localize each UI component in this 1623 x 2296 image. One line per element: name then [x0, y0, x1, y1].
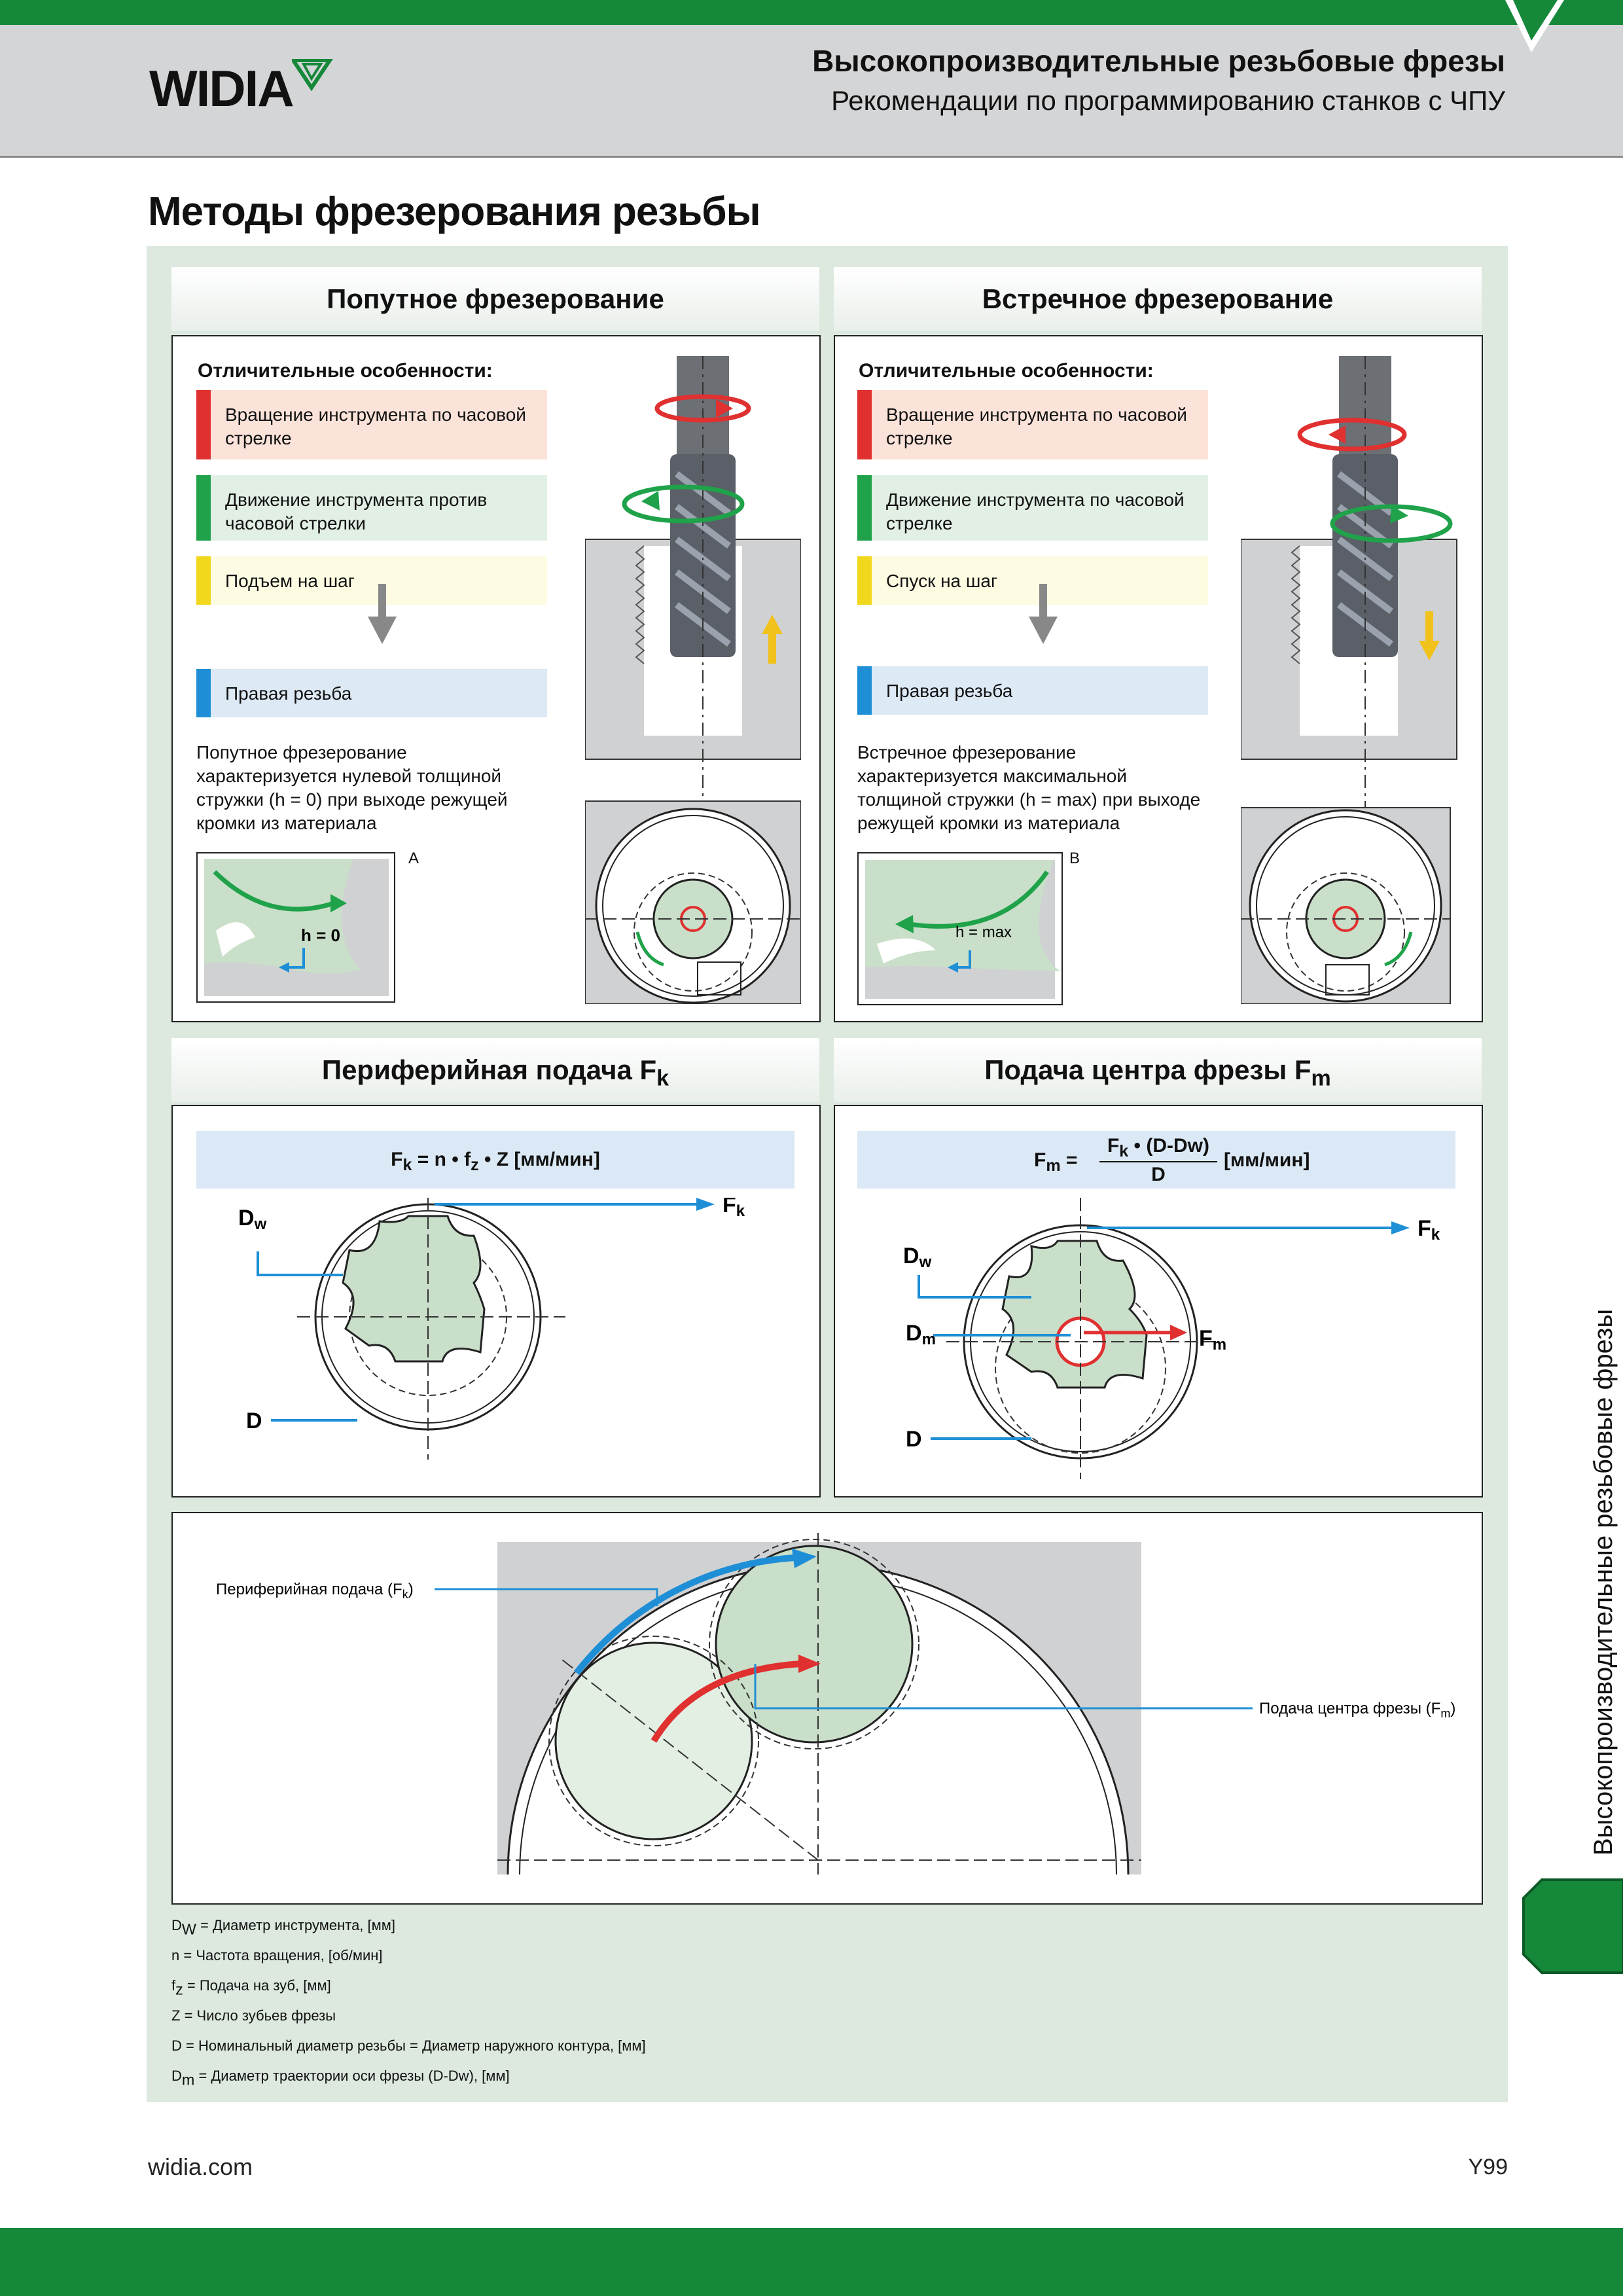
svg-text:Dw: Dw [903, 1244, 932, 1271]
page-header [0, 25, 1623, 158]
header-title: Высокопроизводительные резьбовые фрезы [812, 44, 1505, 78]
conventional-feature-pitch: Спуск на шаг [857, 556, 1208, 605]
header-corner-mark [1505, 0, 1564, 52]
conventional-feature-thread: Правая резьба [857, 666, 1208, 715]
side-green-tab [1522, 1878, 1623, 1974]
peripheral-feed-diagram: Dw Fk D [238, 1198, 745, 1460]
svg-text:Fk: Fk [722, 1198, 745, 1220]
widia-logo: WIDIA [149, 59, 333, 118]
page-title: Методы фрезерования резьбы [148, 189, 761, 234]
widia-triangle-icon [292, 59, 333, 92]
combined-feed-diagram: Периферийная подача (Fk) Подача центра ф… [216, 1533, 1455, 1875]
down-arrow-icon [1029, 584, 1058, 644]
conventional-description: Встречное фрезерование характеризуется м… [857, 742, 1201, 833]
peripheral-feed-title: Периферийная подача Fk [171, 1038, 819, 1102]
legend-item: fz = Подача на зуб, [мм] [171, 1977, 331, 1998]
chip-label: h = 0 [301, 925, 340, 945]
detail-label-a: A [408, 850, 419, 867]
svg-text:Периферийная подача (Fk): Периферийная подача (Fk) [216, 1581, 414, 1601]
detail-label-b: B [1069, 850, 1080, 867]
peripheral-formula: Fk = n • fz • Z [мм/мин] [196, 1131, 794, 1189]
top-green-bar [0, 0, 1623, 25]
climb-feature-rotation: Вращение инструмента по часовой стрелке [196, 390, 547, 459]
svg-text:D: D [906, 1427, 922, 1452]
climb-milling-title: Попутное фрезерование [171, 267, 819, 331]
chip-label: h = max [955, 924, 1012, 941]
legend-item: DW = Диаметр инструмента, [мм] [171, 1917, 396, 1938]
svg-text:Dw: Dw [238, 1206, 267, 1233]
svg-text:Dm: Dm [906, 1321, 936, 1348]
legend-item: Z = Число зубьев фрезы [171, 2007, 336, 2024]
footer-url[interactable]: widia.com [148, 2153, 253, 2180]
svg-text:Подача центра фрезы (Fm): Подача центра фрезы (Fm) [1259, 1700, 1455, 1720]
conventional-feature-movement: Движение инструмента по часовой стрелке [857, 475, 1208, 541]
peripheral-feed-box: Fk = n • fz • Z [мм/мин] Dw Fk D [171, 1105, 821, 1498]
bottom-green-bar [0, 2228, 1623, 2296]
climb-features-heading: Отличительные особенности: [198, 360, 493, 382]
legend-item: n = Частота вращения, [об/мин] [171, 1947, 383, 1964]
svg-text:Fm: Fm [1199, 1326, 1226, 1354]
climb-feature-pitch: Подъем на шаг [196, 556, 547, 605]
center-feed-box: Fm = Fk • (D-Dw) D [мм/мин] Dw Dm Fk Fm … [834, 1105, 1483, 1498]
climb-description: Попутное фрезерование характеризуется ну… [196, 742, 508, 833]
conventional-tool-illustration [1241, 356, 1457, 1004]
climb-chip-detail: h = 0 [196, 852, 395, 1003]
combined-feed-box: Периферийная подача (Fk) Подача центра ф… [171, 1512, 1483, 1905]
climb-feature-thread: Правая резьба [196, 669, 547, 717]
climb-milling-box: Отличительные особенности: Вращение инст… [171, 335, 821, 1022]
climb-tool-illustration [585, 356, 801, 1004]
side-tab-label: Высокопроизводительные резьбовые фрезы [1589, 1308, 1618, 1856]
svg-text:Fk: Fk [1418, 1216, 1440, 1244]
conventional-feature-rotation: Вращение инструмента по часовой стрелке [857, 390, 1208, 459]
down-arrow-icon [368, 584, 397, 644]
header-subtitle: Рекомендации по программированию станков… [831, 85, 1505, 116]
conventional-features-heading: Отличительные особенности: [859, 360, 1154, 382]
center-formula: Fm = Fk • (D-Dw) D [мм/мин] [857, 1131, 1455, 1189]
conventional-milling-title: Встречное фрезерование [834, 267, 1482, 331]
climb-feature-movement: Движение инструмента против часовой стре… [196, 475, 547, 541]
center-feed-title: Подача центра фрезы Fm [834, 1038, 1482, 1102]
center-feed-diagram: Dw Dm Fk Fm D [903, 1198, 1440, 1479]
legend-item: Dm = Диаметр траектории оси фрезы (D-Dw)… [171, 2068, 510, 2089]
page-number: Y99 [1468, 2155, 1508, 2179]
svg-text:D: D [246, 1408, 262, 1433]
legend-item: D = Номинальный диаметр резьбы = Диаметр… [171, 2037, 646, 2054]
conventional-milling-box: Отличительные особенности: Вращение инст… [834, 335, 1483, 1022]
conventional-chip-detail: h = max [857, 852, 1063, 1005]
